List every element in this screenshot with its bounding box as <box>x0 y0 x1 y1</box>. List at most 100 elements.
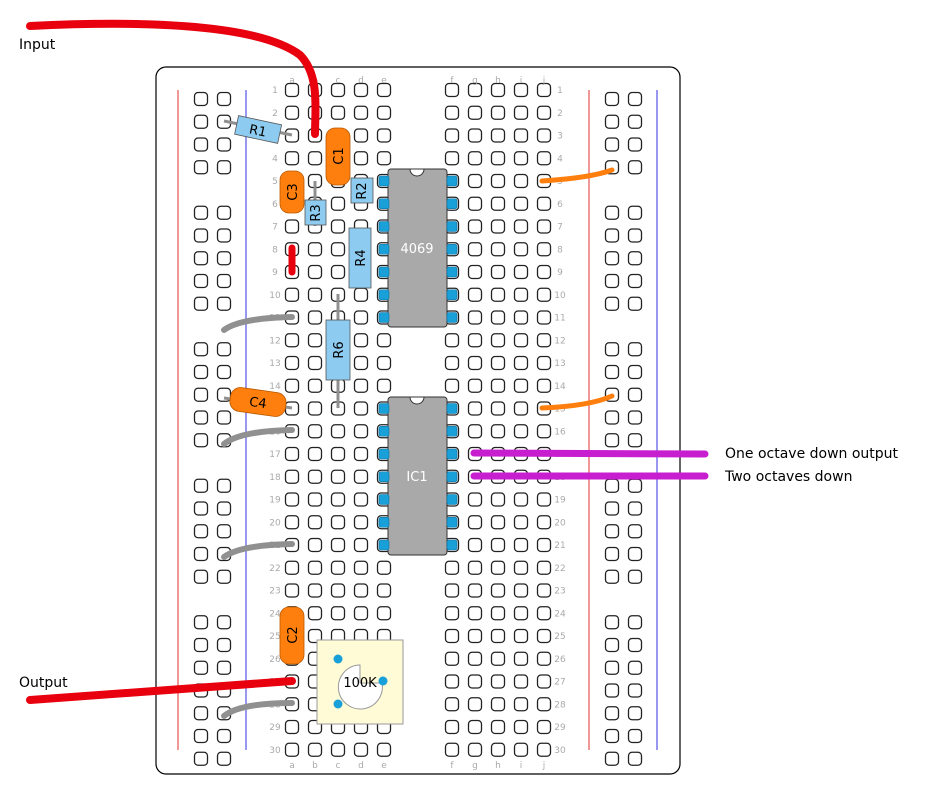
hole[interactable] <box>490 378 506 393</box>
hole[interactable] <box>353 287 369 302</box>
hole[interactable] <box>307 264 323 280</box>
hole[interactable] <box>307 242 323 257</box>
hole[interactable] <box>444 742 460 757</box>
hole[interactable] <box>467 515 483 530</box>
hole[interactable] <box>536 219 552 234</box>
hole[interactable] <box>536 719 552 735</box>
hole[interactable] <box>307 560 323 575</box>
hole[interactable] <box>536 196 552 211</box>
hole[interactable] <box>307 583 323 598</box>
rail-hole[interactable] <box>627 296 643 311</box>
rail-hole[interactable] <box>216 660 232 675</box>
rail-hole[interactable] <box>604 683 620 698</box>
potentiometer[interactable]: 100K <box>316 639 404 725</box>
rail-hole[interactable] <box>604 137 620 152</box>
rail-hole[interactable] <box>604 205 620 220</box>
rail-hole[interactable] <box>627 410 643 425</box>
jumper-wire[interactable] <box>221 700 295 719</box>
rail-hole[interactable] <box>604 342 620 357</box>
rail-hole[interactable] <box>193 387 209 402</box>
hole[interactable] <box>353 378 369 393</box>
hole[interactable] <box>376 560 392 575</box>
rail-hole[interactable] <box>627 205 643 220</box>
hole[interactable] <box>467 424 483 439</box>
hole[interactable] <box>467 583 483 598</box>
rail-hole[interactable] <box>193 615 209 630</box>
hole[interactable] <box>467 242 483 257</box>
hole[interactable] <box>490 173 506 189</box>
hole[interactable] <box>513 651 529 666</box>
hole[interactable] <box>307 378 323 393</box>
hole[interactable] <box>536 515 552 530</box>
hole[interactable] <box>307 355 323 371</box>
rail-hole[interactable] <box>193 706 209 721</box>
rail-hole[interactable] <box>627 387 643 402</box>
hole[interactable] <box>376 355 392 371</box>
ic-ic1[interactable]: IC1 <box>387 396 448 556</box>
capacitor-c3[interactable]: C3 <box>279 170 305 214</box>
hole[interactable] <box>444 128 460 143</box>
rail-hole[interactable] <box>627 433 643 448</box>
rail-hole[interactable] <box>216 410 232 425</box>
hole[interactable] <box>444 628 460 644</box>
hole[interactable] <box>330 560 346 575</box>
hole[interactable] <box>536 560 552 575</box>
hole[interactable] <box>284 560 300 575</box>
rail-hole[interactable] <box>216 364 232 380</box>
rail-hole[interactable] <box>627 251 643 266</box>
hole[interactable] <box>376 151 392 166</box>
hole[interactable] <box>307 628 323 644</box>
rail-hole[interactable] <box>627 364 643 380</box>
hole[interactable] <box>513 378 529 393</box>
input-wire[interactable] <box>26 19 320 138</box>
hole[interactable] <box>536 583 552 598</box>
rail-hole[interactable] <box>216 478 232 493</box>
hole[interactable] <box>353 469 369 484</box>
hole[interactable] <box>444 333 460 348</box>
rail-hole[interactable] <box>193 205 209 220</box>
hole[interactable] <box>444 82 460 98</box>
hole[interactable] <box>307 537 323 553</box>
hole[interactable] <box>513 287 529 302</box>
rail-hole[interactable] <box>627 478 643 493</box>
hole[interactable] <box>284 287 300 302</box>
rail-hole[interactable] <box>627 751 643 766</box>
rail-hole[interactable] <box>193 410 209 425</box>
hole[interactable] <box>353 515 369 530</box>
rail-hole[interactable] <box>627 228 643 243</box>
hole[interactable] <box>490 424 506 439</box>
hole[interactable] <box>490 82 506 98</box>
hole[interactable] <box>330 196 346 211</box>
hole[interactable] <box>513 355 529 371</box>
hole[interactable] <box>444 606 460 621</box>
hole[interactable] <box>490 583 506 598</box>
hole[interactable] <box>353 355 369 371</box>
hole[interactable] <box>536 537 552 553</box>
hole[interactable] <box>376 333 392 348</box>
hole[interactable] <box>467 378 483 393</box>
rail-hole[interactable] <box>193 273 209 289</box>
hole[interactable] <box>376 742 392 757</box>
hole[interactable] <box>444 651 460 666</box>
rail-hole[interactable] <box>604 251 620 266</box>
hole[interactable] <box>284 446 300 462</box>
hole[interactable] <box>444 378 460 393</box>
hole[interactable] <box>284 583 300 598</box>
hole[interactable] <box>353 606 369 621</box>
hole[interactable] <box>467 219 483 234</box>
rail-hole[interactable] <box>604 569 620 584</box>
hole[interactable] <box>536 742 552 757</box>
hole[interactable] <box>513 151 529 166</box>
hole[interactable] <box>490 560 506 575</box>
rail-hole[interactable] <box>193 660 209 675</box>
rail-hole[interactable] <box>193 160 209 175</box>
hole[interactable] <box>513 196 529 211</box>
hole[interactable] <box>330 242 346 257</box>
resistor-r3[interactable]: R3 <box>304 199 327 226</box>
hole[interactable] <box>490 537 506 553</box>
hole[interactable] <box>536 310 552 325</box>
rail-hole[interactable] <box>604 637 620 653</box>
hole[interactable] <box>330 742 346 757</box>
rail-hole[interactable] <box>627 728 643 744</box>
rail-hole[interactable] <box>216 160 232 175</box>
